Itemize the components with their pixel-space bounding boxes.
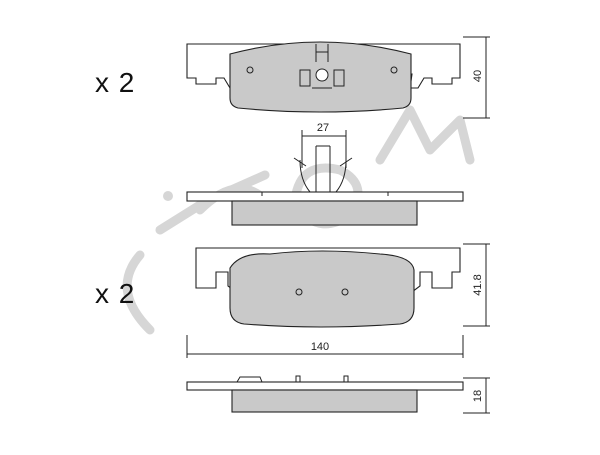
dim-thickness: 18 — [463, 377, 490, 414]
dim-bottom-height: 41.8 — [463, 243, 490, 327]
quantity-label-top: x 2 — [95, 67, 136, 98]
dim-label-length: 140 — [311, 341, 329, 353]
bottom-pad-side-view — [186, 375, 464, 413]
dim-top-height: 40 — [463, 36, 490, 119]
top-pad-side-view — [186, 145, 464, 226]
dim-label-bottom-height: 41.8 — [472, 274, 484, 295]
dim-label-thickness: 18 — [472, 390, 484, 402]
bottom-pad-front-view — [195, 247, 461, 328]
top-pad-front-view — [186, 41, 461, 113]
dim-label-sensor-width: 27 — [317, 122, 329, 134]
dim-sensor-width: 27 — [301, 122, 347, 168]
dim-label-top-height: 40 — [472, 70, 484, 82]
quantity-label-bottom: x 2 — [95, 278, 136, 309]
dim-length: 140 — [186, 335, 464, 358]
